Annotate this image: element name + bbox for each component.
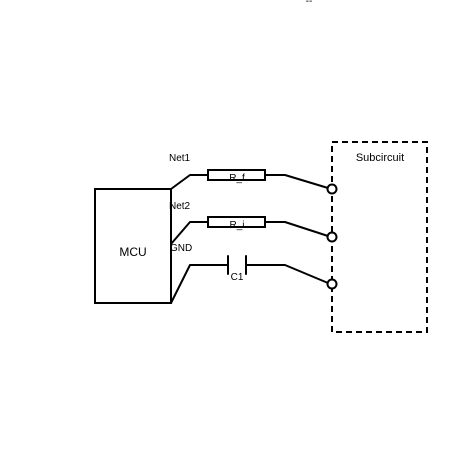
net1-wire-left bbox=[170, 174, 209, 190]
net2-wire-left bbox=[170, 221, 209, 245]
mcu-block bbox=[94, 188, 172, 304]
top-mark: -- bbox=[306, 0, 313, 7]
net1-terminal bbox=[326, 183, 338, 195]
gnd-wire-right bbox=[245, 264, 329, 284]
subcircuit-block bbox=[331, 141, 428, 333]
gnd-path: GND C1 bbox=[170, 243, 338, 304]
net2-wire-right bbox=[264, 221, 329, 237]
net2-path: Net2 R_i bbox=[169, 201, 338, 245]
net2-label: Net2 bbox=[169, 201, 191, 212]
net1-wire-right bbox=[264, 174, 329, 189]
gnd-terminal bbox=[326, 278, 338, 290]
net1-path: Net1 R_f bbox=[169, 153, 338, 195]
resistor-rf-label: R_f bbox=[229, 173, 245, 184]
capacitor-c1-label: C1 bbox=[231, 272, 244, 283]
net1-label: Net1 bbox=[169, 153, 191, 164]
net2-terminal bbox=[326, 231, 338, 243]
resistor-ri-label: R_i bbox=[229, 220, 244, 231]
gnd-wire-left bbox=[170, 264, 229, 304]
gnd-label: GND bbox=[170, 243, 192, 254]
subcircuit-label: Subcircuit bbox=[356, 152, 404, 164]
mcu-label: MCU bbox=[119, 245, 146, 259]
